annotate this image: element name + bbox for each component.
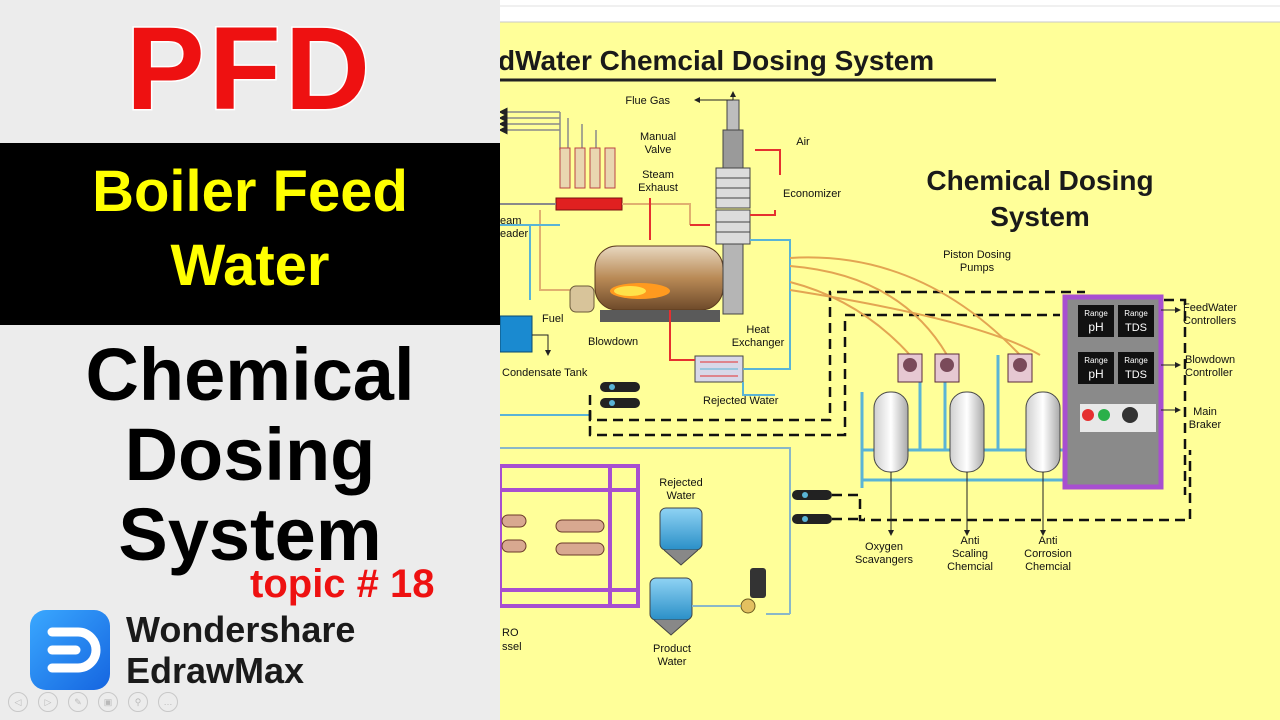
edrawmax-logo-icon bbox=[30, 610, 110, 690]
label-rejected-water-1: Rejected bbox=[659, 477, 702, 489]
product-water-tank bbox=[649, 577, 693, 636]
gauge-tds-1: TDS bbox=[1125, 322, 1147, 334]
condensate-tank bbox=[500, 315, 533, 353]
label-heat-exchanger-1: Heat bbox=[746, 324, 769, 336]
gauge-range-2: Range bbox=[1124, 309, 1148, 318]
label-flue-gas: Flue Gas bbox=[625, 95, 670, 107]
main-title-line1: Chemical bbox=[85, 333, 415, 416]
zoom-icon[interactable]: ⚲ bbox=[128, 692, 148, 712]
label-manual-valve-1: Manual bbox=[640, 131, 676, 143]
banner-title: Boiler Feed Water bbox=[0, 155, 500, 303]
thumbnail-panel: PFD Boiler Feed Water Chemical Dosing Sy… bbox=[0, 0, 500, 720]
pen-icon[interactable]: ✎ bbox=[68, 692, 88, 712]
manual-valves bbox=[555, 147, 623, 211]
label-main-braker-1: Main bbox=[1193, 406, 1217, 418]
label-fuel: Fuel bbox=[542, 313, 563, 325]
label-blowdown-ctrl-2: Controller bbox=[1185, 367, 1233, 379]
rejected-water-tank bbox=[659, 507, 703, 566]
label-blowdown: Blowdown bbox=[588, 336, 638, 348]
label-anti-corrosion-1: Anti bbox=[1039, 535, 1058, 547]
gauge-ph-1: pH bbox=[1088, 320, 1103, 334]
label-rejected-water-2: Water bbox=[667, 490, 696, 502]
piston-pumps bbox=[897, 353, 1033, 383]
stack-economizer bbox=[715, 91, 751, 315]
label-anti-scaling-1: Anti bbox=[961, 535, 980, 547]
label-heat-exchanger-2: Exchanger bbox=[732, 337, 785, 349]
section-title-line1: Chemical Dosing bbox=[926, 165, 1153, 196]
heat-exchanger bbox=[694, 355, 744, 383]
pfd-title: PFD bbox=[125, 3, 374, 136]
next-icon[interactable]: ▷ bbox=[38, 692, 58, 712]
main-title: Chemical Dosing System bbox=[0, 335, 500, 575]
player-controls: ◁ ▷ ✎ ▣ ⚲ … bbox=[8, 692, 178, 714]
label-anti-corrosion-3: Chemcial bbox=[1025, 561, 1071, 573]
label-anti-scaling-2: Scaling bbox=[952, 548, 988, 560]
section-title-line2: System bbox=[990, 201, 1090, 232]
label-oxygen-2: Scavangers bbox=[855, 554, 914, 566]
label-anti-scaling-3: Chemcial bbox=[947, 561, 993, 573]
label-piston-pumps-1: Piston Dosing bbox=[943, 249, 1011, 261]
gauge-range-1: Range bbox=[1084, 309, 1108, 318]
label-ro-1: RO bbox=[502, 627, 519, 639]
label-feedwater-ctrl-2: Controllers bbox=[1183, 315, 1237, 327]
gauge-range-3: Range bbox=[1084, 356, 1108, 365]
control-signal-lines bbox=[588, 290, 1192, 522]
motor-pump bbox=[740, 568, 766, 614]
chemical-tanks bbox=[873, 391, 1061, 473]
more-icon[interactable]: … bbox=[158, 692, 178, 712]
label-product-water-1: Product bbox=[653, 643, 691, 655]
gauge-tds-2: TDS bbox=[1125, 369, 1147, 381]
boiler bbox=[569, 245, 724, 322]
title-banner: Boiler Feed Water bbox=[0, 143, 500, 325]
label-steam-exhaust-2: Exhaust bbox=[638, 182, 678, 194]
label-condensate-tank: Condensate Tank bbox=[502, 367, 588, 379]
label-oxygen-1: Oxygen bbox=[865, 541, 903, 553]
sensor-probes bbox=[600, 382, 832, 524]
label-piston-pumps-2: Pumps bbox=[960, 262, 995, 274]
label-steam-header-1: eam bbox=[500, 215, 521, 227]
label-manual-valve-2: Valve bbox=[645, 144, 672, 156]
gauge-range-4: Range bbox=[1124, 356, 1148, 365]
gauge-ph-2: pH bbox=[1088, 367, 1103, 381]
label-ro-2: ssel bbox=[502, 641, 522, 653]
control-panel bbox=[1062, 294, 1164, 490]
label-air: Air bbox=[796, 136, 810, 148]
ro-rack bbox=[500, 464, 640, 608]
label-product-water-2: Water bbox=[658, 656, 687, 668]
label-main-braker-2: Braker bbox=[1189, 419, 1222, 431]
label-feedwater-ctrl-1: FeedWater bbox=[1183, 302, 1237, 314]
prev-icon[interactable]: ◁ bbox=[8, 692, 28, 712]
brand-line1: Wondershare bbox=[126, 609, 356, 650]
brand-line2: EdrawMax bbox=[126, 650, 305, 691]
diagram-labels: Flue Gas Manual Valve Air Steam Exhaust … bbox=[500, 95, 1237, 668]
diagram-header-title: dWater Chemcial Dosing System bbox=[500, 45, 934, 76]
inlet-lines bbox=[500, 107, 597, 150]
gauge-texts: Range pH Range TDS Range pH Range TDS bbox=[1084, 309, 1148, 381]
dosing-tubes bbox=[789, 256, 1041, 356]
label-steam-header-2: eader bbox=[500, 228, 528, 240]
process-flow-diagram: dWater Chemcial Dosing System Chemical D… bbox=[500, 0, 1280, 720]
label-anti-corrosion-2: Corrosion bbox=[1024, 548, 1072, 560]
label-rejected-water-hx: Rejected Water bbox=[703, 395, 779, 407]
main-title-line2: Dosing bbox=[124, 413, 376, 496]
main-title-line3: System bbox=[118, 493, 382, 576]
banner-title-line1: Boiler Feed bbox=[92, 159, 408, 224]
label-steam-exhaust-1: Steam bbox=[642, 169, 674, 181]
label-blowdown-ctrl-1: Blowdown bbox=[1185, 354, 1235, 366]
topic-label: topic # 18 bbox=[250, 562, 435, 606]
steam-header bbox=[555, 197, 623, 211]
slides-icon[interactable]: ▣ bbox=[98, 692, 118, 712]
label-economizer: Economizer bbox=[783, 188, 841, 200]
banner-title-line2: Water bbox=[170, 233, 330, 298]
